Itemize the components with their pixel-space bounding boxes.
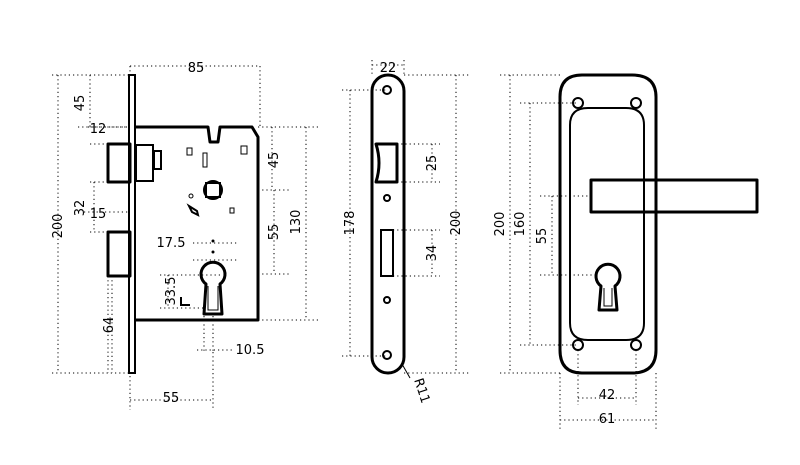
- lock-latch: [106, 142, 132, 184]
- spindle-square: [205, 182, 221, 198]
- spindle-hub: [203, 180, 223, 200]
- handle-plate-inner: [569, 107, 645, 341]
- handle-labels: 200 160 55 42 61: [493, 212, 615, 427]
- dim-faceplate-radius: R11: [410, 376, 432, 405]
- dim-faceplate-height: 200: [449, 211, 464, 236]
- lock-faceplate-strip: [128, 74, 136, 374]
- handle-screw-bottom-right: [630, 339, 642, 351]
- dim-lock-height: 200: [51, 214, 66, 239]
- tab-small: [240, 145, 248, 155]
- handle-plate-outer: [558, 73, 658, 375]
- faceplate-guides: [342, 60, 470, 379]
- lock-body-guides: [52, 65, 320, 410]
- handle-screw-top-left: [572, 97, 584, 109]
- handle-view: [558, 73, 759, 375]
- mech-dot-3: [211, 250, 215, 254]
- faceplate-screw-mid-2: [383, 296, 391, 304]
- dim-faceplate-bolt-slot: 34: [425, 245, 440, 262]
- dim-faceplate-hole-spacing: 178: [343, 211, 358, 236]
- dim-latch-offset: 45: [73, 95, 88, 112]
- dim-bolt-protrusion: 15: [90, 207, 107, 222]
- lock-keyhole: [199, 260, 227, 316]
- dim-upper-section: 45: [267, 152, 282, 169]
- faceplate-outline: [370, 73, 406, 375]
- lock-body-labels: 85 200 45 12 32 15 17.5 33.5 64 55 45 55…: [51, 61, 304, 406]
- handle-screw-bottom-left: [572, 339, 584, 351]
- faceplate-bolt-slot: [380, 229, 394, 277]
- tab-right: [202, 152, 208, 168]
- mech-dot-2: [211, 239, 215, 243]
- faceplate-labels: 22 178 200 25 34 R11: [343, 61, 464, 405]
- mech-bracket: [180, 297, 190, 306]
- dim-bottom: 64: [102, 317, 117, 334]
- faceplate-view: [370, 73, 406, 375]
- latch-block: [153, 150, 162, 170]
- dim-spacing: 32: [73, 200, 88, 217]
- faceplate-screw-mid-1: [383, 194, 391, 202]
- handle-keyhole-inner: [603, 288, 613, 307]
- latch-mechanism: [135, 144, 154, 182]
- lock-body-view: [106, 74, 260, 374]
- dim-handle-hole-spacing: 160: [513, 212, 528, 237]
- dim-cylinder-offset: 17.5: [157, 236, 186, 251]
- dim-latch-protrusion: 12: [90, 122, 107, 137]
- dim-handle-height: 200: [493, 212, 508, 237]
- dim-handle-hole-width: 42: [599, 388, 616, 403]
- dim-pin-distance: 10.5: [236, 343, 265, 358]
- keyhole-inner: [207, 286, 219, 311]
- handle-screw-top-right: [630, 97, 642, 109]
- dim-lock-width: 85: [188, 61, 205, 76]
- mech-dot-1: [188, 193, 194, 199]
- faceplate-latch-slot: [374, 142, 399, 184]
- dim-middle-section: 55: [267, 224, 282, 241]
- dim-backset: 55: [163, 391, 180, 406]
- dim-case-height: 130: [289, 210, 304, 235]
- dim-inner-height: 33.5: [164, 277, 179, 306]
- dim-faceplate-latch-slot: 25: [425, 155, 440, 172]
- faceplate-screw-bottom: [382, 350, 392, 360]
- handle-guides: [500, 74, 657, 430]
- dim-faceplate-width: 22: [380, 61, 397, 76]
- handle-lever: [589, 178, 759, 214]
- mech-tab: [229, 207, 235, 214]
- handle-keyhole: [594, 262, 622, 312]
- mech-cam: [186, 203, 200, 217]
- tab-left: [186, 147, 193, 156]
- dim-handle-lever-to-key: 55: [535, 228, 550, 245]
- lock-case-outline: [135, 125, 260, 322]
- lock-deadbolt: [106, 230, 132, 278]
- dim-handle-plate-width: 61: [599, 412, 616, 427]
- faceplate-screw-top: [382, 85, 392, 95]
